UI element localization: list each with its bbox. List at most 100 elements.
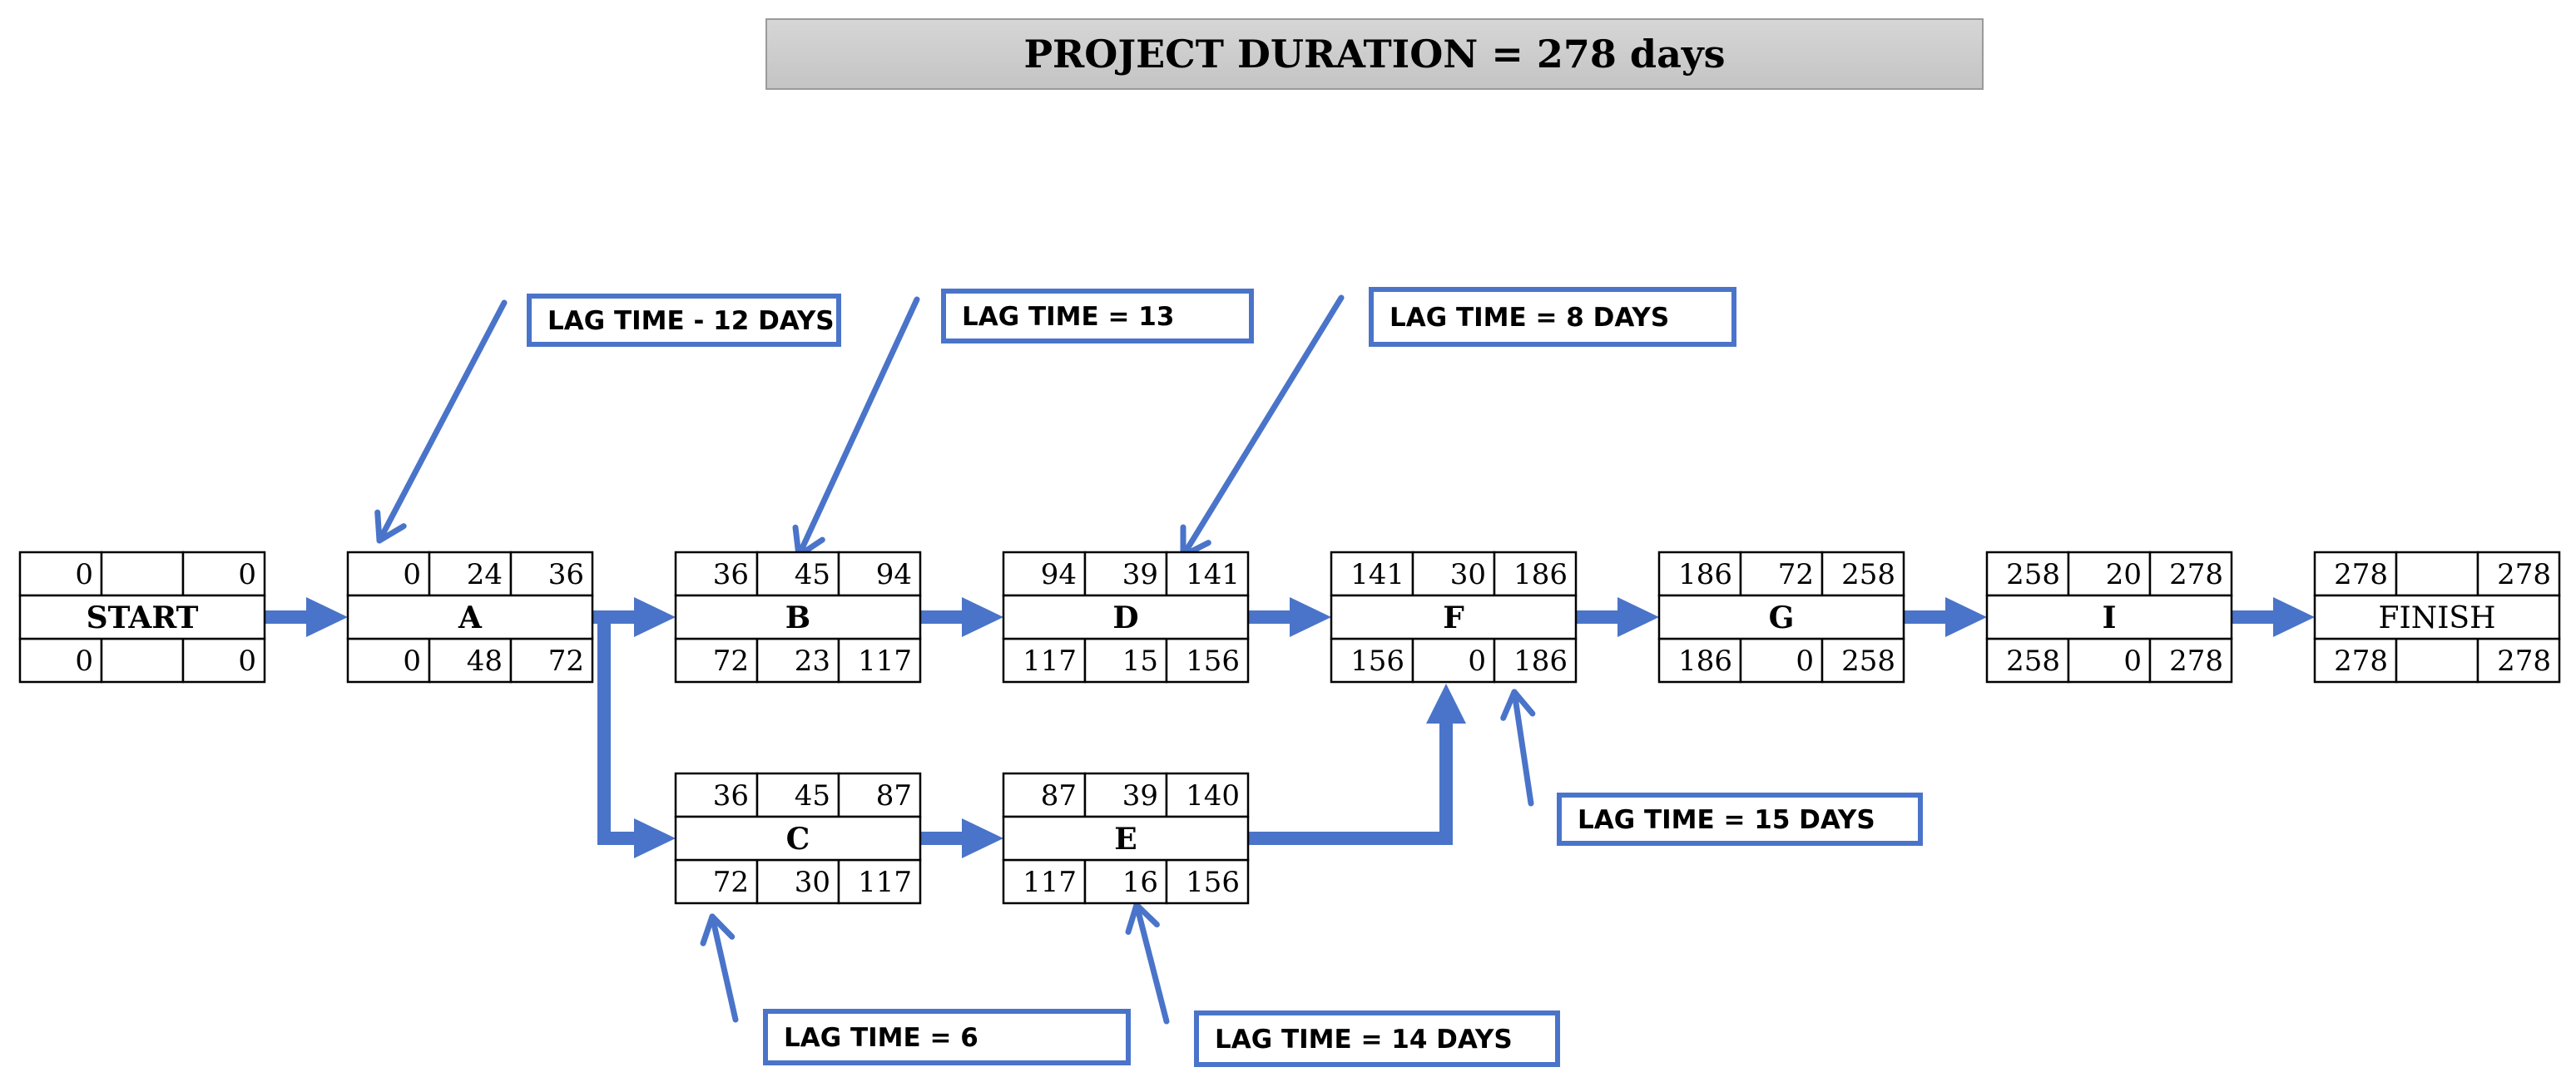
duration-value: 30 [1450, 558, 1486, 591]
lag-note-d: LAG TIME = 8 DAYS [1180, 287, 1736, 559]
node-cell [1330, 551, 1414, 597]
arrowhead [634, 818, 676, 858]
lag-note-e: LAG TIME = 14 DAYS [1125, 902, 1560, 1067]
late-start-value: 258 [2006, 645, 2060, 678]
node-cell [100, 551, 185, 597]
duration-value: 45 [795, 779, 830, 813]
early-start-value: 94 [1041, 558, 1077, 591]
slack-value: 30 [795, 866, 830, 899]
lag-label: LAG TIME - 12 DAYS [547, 306, 835, 336]
early-start-value: 36 [713, 558, 749, 591]
early-start-value: 258 [2006, 558, 2060, 591]
arrowhead [962, 818, 1003, 858]
node-name-cell [1002, 594, 1250, 640]
slack-value: 0 [1796, 645, 1814, 678]
late-start-value: 0 [75, 645, 93, 678]
late-start-value: 0 [403, 645, 421, 678]
link-g-i [1904, 597, 1987, 637]
node-name-cell [674, 815, 922, 862]
early-finish-value: 278 [2497, 558, 2551, 591]
late-start-value: 72 [713, 866, 749, 899]
late-start-value: 156 [1350, 645, 1404, 678]
early-finish-value: 94 [876, 558, 912, 591]
lag-note-c: LAG TIME = 6 [700, 913, 1131, 1065]
lag-box [763, 1009, 1131, 1065]
link-d-f [1248, 597, 1331, 637]
lag-box [1369, 287, 1736, 347]
node-cell [1821, 637, 1905, 684]
link-e-f [1248, 684, 1466, 845]
early-start-value: 0 [403, 558, 421, 591]
node-cell [1657, 551, 1742, 597]
node-cell [1002, 637, 1087, 684]
node-name-cell [346, 594, 594, 640]
late-start-value: 278 [2334, 645, 2388, 678]
late-finish-value: 186 [1513, 645, 1568, 678]
node-cell [2395, 551, 2479, 597]
late-finish-value: 72 [548, 645, 584, 678]
lag-box [1557, 793, 1923, 846]
lag-label: LAG TIME = 15 DAYS [1578, 805, 1875, 835]
node-name: E [1114, 822, 1137, 857]
late-finish-value: 117 [858, 866, 912, 899]
node-cell [1165, 772, 1250, 818]
node-cell [1411, 551, 1496, 597]
arrowhead [2273, 597, 2315, 637]
late-finish-value: 278 [2169, 645, 2223, 678]
arrowhead [1290, 597, 1331, 637]
node-cell [1330, 637, 1414, 684]
node-cell [755, 551, 840, 597]
node-name-cell [674, 594, 922, 640]
node-cell [100, 637, 185, 684]
lag-pointer-line [709, 913, 739, 1023]
node-name: D [1112, 600, 1138, 635]
lag-label: LAG TIME = 8 DAYS [1390, 303, 1669, 333]
lag-pointer-line [795, 296, 920, 559]
node-cell [837, 637, 922, 684]
node-cell [1002, 858, 1087, 905]
late-start-value: 186 [1678, 645, 1732, 678]
lag-note-a: LAG TIME - 12 DAYS [374, 294, 841, 544]
link-i-finish [2232, 597, 2315, 637]
link-c-e [920, 818, 1003, 858]
arrowhead [1426, 684, 1466, 724]
late-finish-value: 117 [858, 645, 912, 678]
node-cell [1657, 637, 1742, 684]
duration-value: 39 [1122, 558, 1158, 591]
early-finish-value: 0 [238, 558, 256, 591]
node-name: G [1769, 600, 1795, 635]
lag-pointer-line [376, 299, 508, 544]
link-line [592, 610, 637, 845]
early-finish-value: 278 [2169, 558, 2223, 591]
early-start-value: 0 [75, 558, 93, 591]
early-start-value: 278 [2334, 558, 2388, 591]
arrowhead [1617, 597, 1659, 637]
node-cell [2067, 637, 2152, 684]
lag-box [1194, 1010, 1560, 1067]
link-start-a [265, 597, 348, 637]
node-cell [428, 637, 513, 684]
lag-pointer-arrowhead [1125, 902, 1160, 935]
early-start-value: 87 [1041, 779, 1077, 813]
link-line [1248, 720, 1453, 845]
node-name: A [458, 600, 483, 635]
late-start-value: 117 [1023, 645, 1077, 678]
early-start-value: 186 [1678, 558, 1732, 591]
late-start-value: 117 [1023, 866, 1077, 899]
node-name-cell [1002, 815, 1250, 862]
node-name-cell [18, 594, 266, 640]
early-start-value: 141 [1350, 558, 1404, 591]
duration-value: 20 [2106, 558, 2142, 591]
duration-value: 39 [1122, 779, 1158, 813]
lag-pointer-line [1511, 689, 1534, 807]
slack-value: 0 [1468, 645, 1486, 678]
lag-note-f: LAG TIME = 15 DAYS [1500, 689, 1923, 846]
node-cell [2313, 637, 2398, 684]
